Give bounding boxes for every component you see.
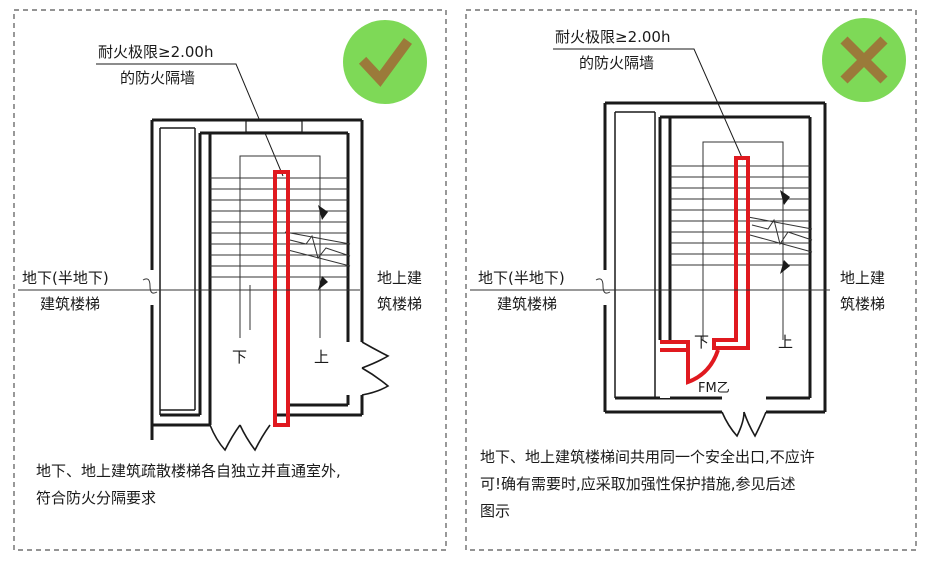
left-fire-wall <box>273 170 290 427</box>
left-callout-line1: 耐火极限≥2.00h <box>98 43 213 61</box>
left-caption-line2: 符合防火分隔要求 <box>36 489 156 507</box>
right-panel-frame <box>465 9 917 551</box>
right-label-basement-2: 建筑楼梯 <box>497 295 557 313</box>
left-door-bottom-1 <box>209 424 241 452</box>
left-label-down: 下 <box>232 348 247 366</box>
left-label-above-1: 地上建 <box>377 269 422 287</box>
left-caption-line1: 地下、地上建筑疏散楼梯各自独立并直通室外, <box>36 462 341 480</box>
left-door-side-1 <box>361 341 390 369</box>
right-label-up: 上 <box>778 333 793 351</box>
check-icon <box>358 38 412 87</box>
check-badge-circle <box>343 20 427 104</box>
right-panel: 耐火极限≥2.00h 的防火隔墙 <box>465 9 917 551</box>
left-label-basement-1: 地下(半地下) <box>22 269 109 287</box>
right-arrow-down <box>780 260 790 274</box>
right-label-down: 下 <box>694 333 709 351</box>
left-label-up: 上 <box>314 348 329 366</box>
left-door-side-2 <box>361 367 390 396</box>
left-break-mark <box>289 234 351 260</box>
left-stair-treads <box>210 177 348 278</box>
right-walls <box>603 101 827 414</box>
left-label-above-2: 筑楼梯 <box>377 295 422 313</box>
right-label-basement-1: 地下(半地下) <box>478 269 565 287</box>
left-strip <box>159 127 196 415</box>
left-arrow-down <box>318 276 328 290</box>
right-caption-line1: 地下、地上建筑楼梯间共用同一个安全出口,不应许 <box>480 448 815 466</box>
left-walls <box>150 118 364 440</box>
right-stair-outline <box>702 141 784 340</box>
right-door-bottom-1 <box>721 411 745 438</box>
right-callout-leader <box>553 48 744 161</box>
left-callout-leader <box>96 63 284 177</box>
right-strip <box>614 111 656 398</box>
left-callout-line2: 的防火隔墙 <box>120 69 195 87</box>
right-fire-wall <box>712 156 750 350</box>
cross-icon <box>840 36 888 84</box>
left-stair-outline <box>239 155 321 338</box>
right-arrow-up <box>780 190 790 205</box>
right-caption-line3: 图示 <box>480 502 510 520</box>
right-fire-wall-stub <box>660 340 690 352</box>
right-callout-line2: 的防火隔墙 <box>579 54 654 72</box>
cross-badge <box>822 18 906 102</box>
left-window <box>245 120 303 133</box>
left-label-basement-2: 建筑楼梯 <box>40 295 100 313</box>
right-stair-treads <box>670 165 810 266</box>
right-label-above-1: 地上建 <box>840 269 885 287</box>
right-callout-line1: 耐火极限≥2.00h <box>555 28 670 46</box>
left-door-bottom-2 <box>239 424 271 452</box>
left-arrow-up <box>318 205 328 220</box>
check-badge <box>343 20 427 104</box>
right-door-label: FM乙 <box>698 381 730 396</box>
right-break-mark <box>751 218 813 246</box>
left-panel: 耐火极限≥2.00h 的防火隔墙 <box>13 9 447 551</box>
right-door-bottom-2 <box>743 411 767 438</box>
right-label-above-2: 筑楼梯 <box>840 295 885 313</box>
left-panel-frame <box>13 9 447 551</box>
right-caption-line2: 可!确有需要时,应采取加强性保护措施,参见后述 <box>480 475 796 493</box>
right-fire-door <box>686 346 720 385</box>
